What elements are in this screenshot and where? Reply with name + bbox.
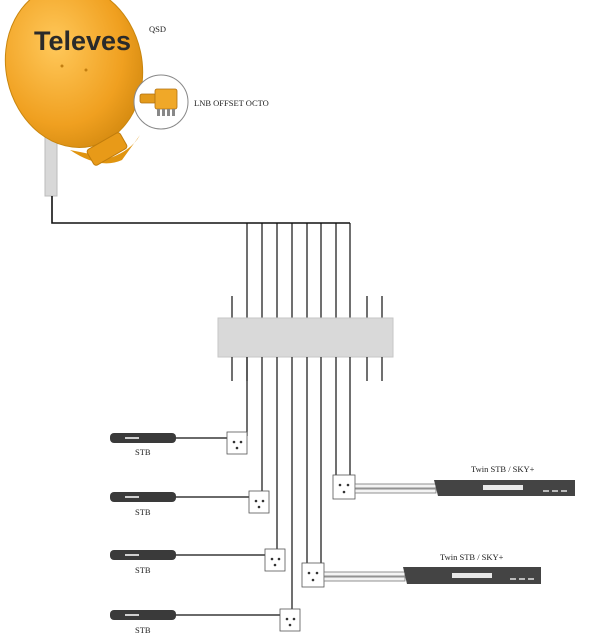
stb-outlet-2: STB: [110, 490, 270, 517]
diagram-title: QSD: [149, 24, 166, 34]
twin-stb-label: Twin STB / SKY+: [440, 552, 504, 562]
stb-label: STB: [135, 625, 151, 635]
stb-label: STB: [135, 565, 151, 575]
lnb-badge: [133, 74, 189, 130]
multiswitch-inputs: [231, 223, 383, 318]
stb-box: [110, 610, 176, 620]
lnb-feed-cable: [51, 196, 350, 224]
wall-socket: [248, 490, 270, 514]
wall-socket: [264, 548, 286, 572]
stb-outlet-1: STB: [110, 431, 248, 457]
stb-label: STB: [135, 447, 151, 457]
wall-socket: [226, 431, 248, 455]
stb-box: [110, 433, 176, 443]
twin-cable: [354, 488, 437, 494]
dish-bracket: [86, 132, 128, 166]
twin-cable: [323, 576, 406, 582]
multiswitch: [217, 317, 394, 358]
lnb-icon: [139, 88, 178, 116]
dish-reflector: [4, 0, 144, 148]
dish-mast: [44, 135, 58, 197]
twin-cable: [354, 483, 437, 489]
wall-socket: [279, 608, 301, 632]
twin-stb-outlet-1: Twin STB / SKY+: [332, 464, 575, 500]
wall-socket: [301, 562, 325, 588]
stb-outlet-3: STB: [110, 548, 286, 575]
dish-arm: [70, 135, 140, 164]
satellite-dish: Televes: [4, 0, 144, 197]
twin-stb-label: Twin STB / SKY+: [471, 464, 535, 474]
wall-socket: [332, 474, 356, 500]
twin-cable: [323, 571, 406, 577]
lnb-label: LNB OFFSET OCTO: [194, 98, 269, 108]
stb-box: [110, 550, 176, 560]
stb-outlet-4: STB: [110, 608, 301, 635]
stb-label: STB: [135, 507, 151, 517]
multiswitch-outputs: [231, 357, 383, 613]
twin-stb-outlet-2: Twin STB / SKY+: [301, 552, 541, 588]
dish-brand: Televes: [34, 26, 131, 56]
stb-box: [110, 492, 176, 502]
